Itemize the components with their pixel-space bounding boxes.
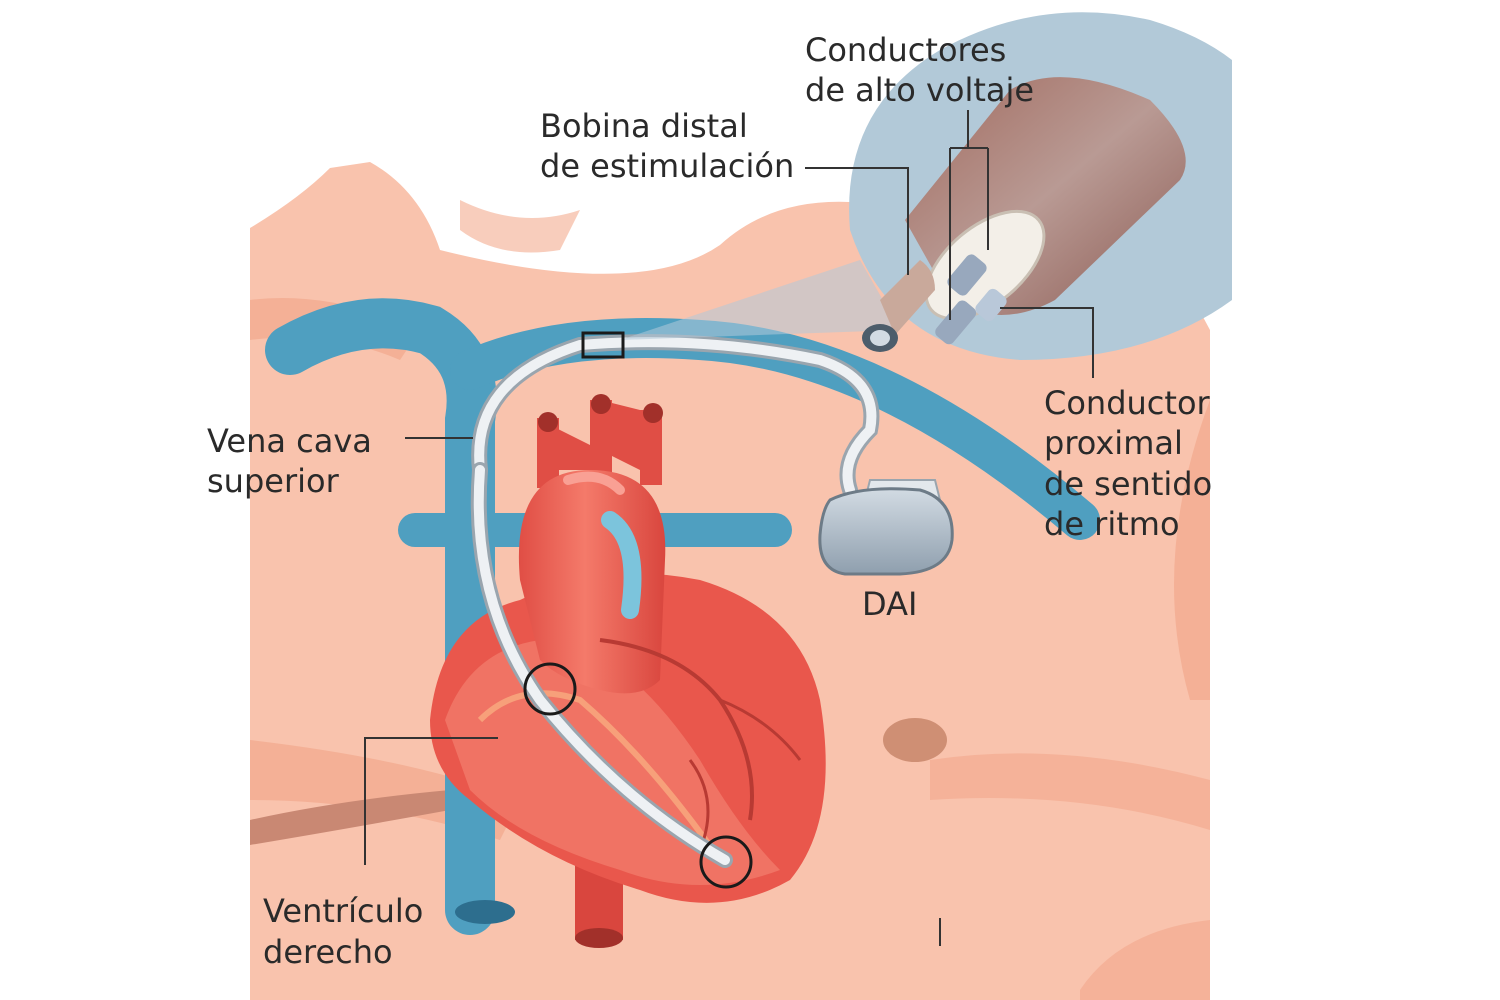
focus-square [581,331,625,359]
label-conductores-1: Conductores [805,31,1006,69]
label-bobina-2: de estimulación [540,147,794,185]
leader-lines [364,110,1094,946]
lead-wire [470,334,880,868]
magnifier-bubble [620,12,1232,360]
label-conductores-2: de alto voltaje [805,71,1034,109]
labels: Conductores de alto voltaje Bobina dista… [207,31,1212,971]
heart [430,394,826,948]
markers [523,331,753,889]
label-vena-1: Vena cava [207,422,372,460]
focus-circle [523,662,577,716]
label-conductor-2: proximal [1044,424,1183,462]
label-conductor-4: de ritmo [1044,505,1180,543]
icd-device [818,479,954,576]
focus-circle [699,835,753,889]
label-conductor-1: Conductor [1044,384,1211,422]
label-ventriculo-2: derecho [263,933,393,971]
label-vena-2: superior [207,462,340,500]
label-conductor-3: de sentido [1044,465,1212,503]
label-ventriculo-1: Ventrículo [263,892,423,930]
label-bobina-1: Bobina distal [540,107,748,145]
label-dai: DAI [862,585,917,623]
